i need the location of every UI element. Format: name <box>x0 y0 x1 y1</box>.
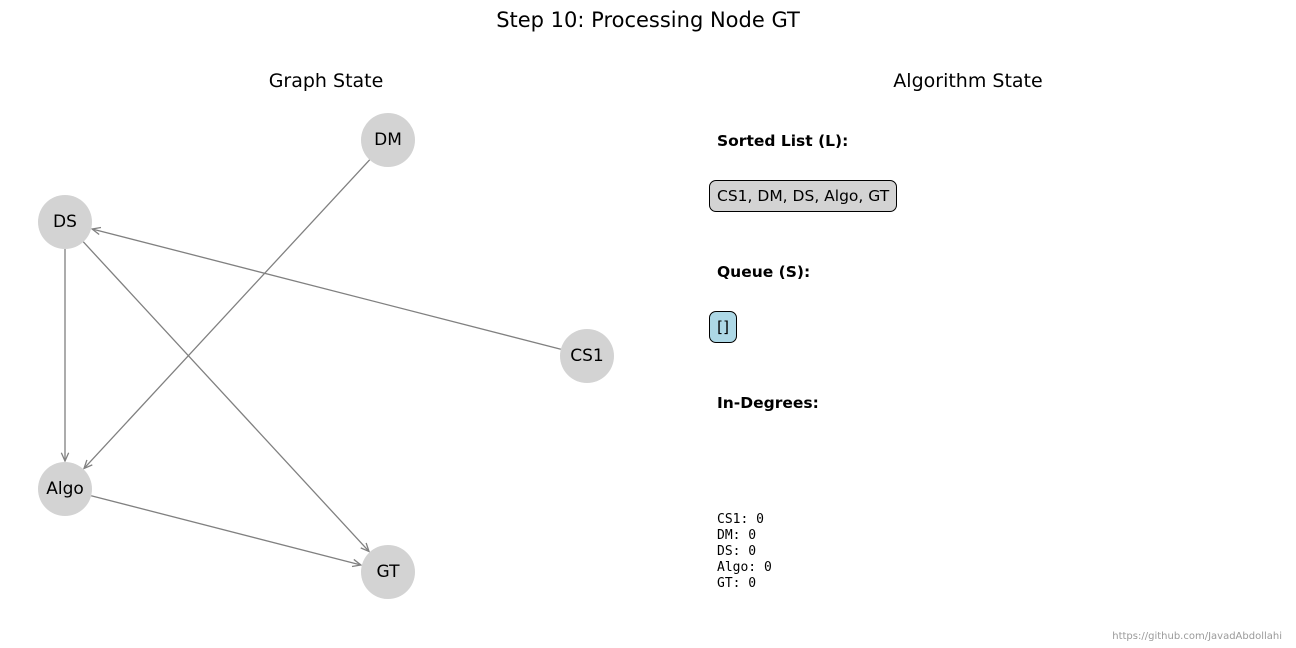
edge-DM-Algo <box>82 159 371 470</box>
in-degrees-label: In-Degrees: <box>717 394 819 412</box>
sorted-list-value: CS1, DM, DS, Algo, GT <box>709 180 898 212</box>
credit-text: https://github.com/JavadAbdollahi <box>1112 631 1282 642</box>
edge-Algo-GT <box>90 495 363 568</box>
edge-CS1-DS <box>90 226 562 350</box>
arrow-head <box>82 459 93 470</box>
node-cs1: CS1 <box>560 329 614 383</box>
graph-panel-title: Graph State <box>268 70 384 92</box>
node-gt: GT <box>361 545 415 599</box>
node-ds: DS <box>38 195 92 249</box>
in-degree-item: Algo: 0 <box>717 560 772 575</box>
arrow-head <box>60 452 70 463</box>
in-degree-item: DM: 0 <box>717 528 757 543</box>
edge-DS-Algo <box>60 249 70 463</box>
arrow-head <box>351 558 363 568</box>
node-label: CS1 <box>570 346 603 366</box>
arrow-head <box>360 542 371 553</box>
queue-value: [] <box>709 311 738 343</box>
node-algo: Algo <box>38 462 92 516</box>
queue-label: Queue (S): <box>717 263 811 281</box>
node-label: GT <box>377 562 401 582</box>
in-degrees-list: CS1: 0 DM: 0 DS: 0 Algo: 0 GT: 0 <box>717 512 772 592</box>
sorted-list-label: Sorted List (L): <box>717 132 849 150</box>
arrow-head <box>90 226 102 236</box>
edges-layer <box>60 159 562 568</box>
edge-DS-GT <box>82 241 371 553</box>
node-label: DM <box>374 130 402 150</box>
algorithm-panel-title: Algorithm State <box>893 70 1043 92</box>
figure-title: Step 10: Processing Node GT <box>496 8 800 32</box>
in-degree-item: DS: 0 <box>717 544 757 559</box>
node-label: Algo <box>46 479 84 499</box>
in-degree-item: CS1: 0 <box>717 512 764 527</box>
in-degree-item: GT: 0 <box>717 576 757 591</box>
node-dm: DM <box>361 113 415 167</box>
node-label: DS <box>53 212 77 232</box>
